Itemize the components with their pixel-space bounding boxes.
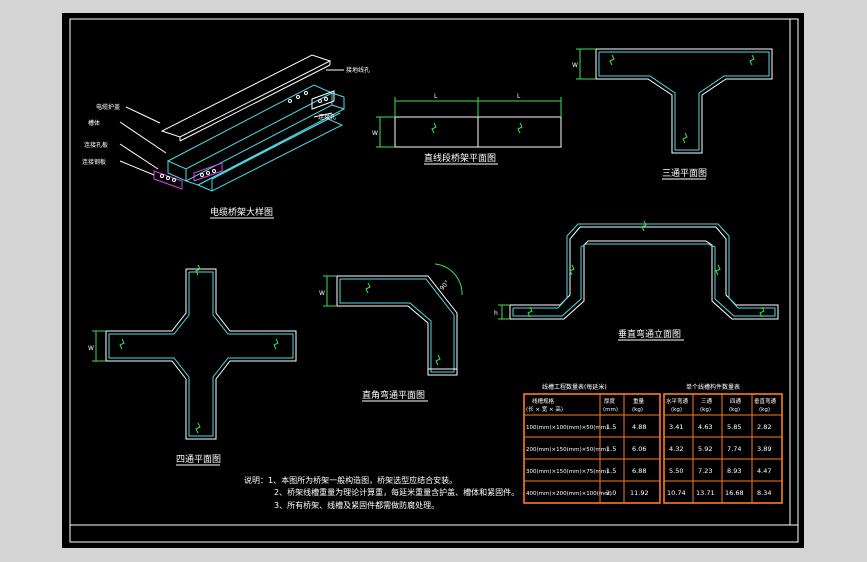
tf-r3-c4: 4.47 <box>757 467 771 475</box>
straight-dim-l2: L <box>517 93 521 100</box>
te-row-2-weight: 6.06 <box>632 445 646 453</box>
iso-plate-label: 连接钢板 <box>82 158 106 166</box>
tf-header-2: 三通 <box>701 397 713 405</box>
note-1: 说明：1、本图所为桥架一般构造图，桥架选型应结合安装。 <box>244 475 457 485</box>
tf-r2-c1: 4.32 <box>669 445 683 453</box>
cad-drawing: 电缆护盖 槽体 连接孔板 连接钢板 接地线孔 连接孔 电缆桥架大样图 L L W… <box>69 18 799 543</box>
iso-trough-label: 槽体 <box>88 119 100 127</box>
isometric-tray <box>119 54 346 192</box>
tf-header-1: 水平弯通 <box>666 397 689 405</box>
tf-r4-c1: 10.74 <box>667 489 686 497</box>
te-row-4-weight: 11.92 <box>630 489 649 497</box>
te-row-3-spec: 300(mm)×150(mm)×75(mm) <box>526 469 608 475</box>
te-row-1-thickness: 1.5 <box>606 423 616 431</box>
tf-r3-c2: 7.23 <box>698 467 712 475</box>
tf-header-4: 垂直弯通 <box>754 397 777 405</box>
tf-r2-c3: 7.74 <box>727 445 741 453</box>
straight-dim-l1: L <box>434 93 438 100</box>
vertical-dim-h: h <box>494 310 498 317</box>
table-engineering <box>523 393 661 504</box>
tf-r3-c3: 8.93 <box>727 467 741 475</box>
cross-title: 四通平面图 <box>176 454 221 465</box>
elbow-angle: 90° <box>439 279 451 292</box>
elbow-fitting <box>323 263 463 376</box>
te-header-thickness: 厚度 <box>604 397 616 405</box>
tf-r3-c1: 5.50 <box>669 467 683 475</box>
tf-r1-c2: 4.63 <box>698 423 712 431</box>
drawing-sheet: 电缆护盖 槽体 连接孔板 连接钢板 接地线孔 连接孔 电缆桥架大样图 L L W… <box>62 13 804 548</box>
te-header-weight-unit: (kg) <box>632 407 643 413</box>
tf-unit-3: (kg) <box>729 407 740 413</box>
tf-unit-4: (kg) <box>759 407 770 413</box>
iso-cover-label: 电缆护盖 <box>96 103 120 111</box>
tf-r4-c2: 13.71 <box>696 489 715 497</box>
vertical-bend <box>498 220 779 320</box>
te-row-2-thickness: 1.5 <box>606 445 616 453</box>
tee-title: 三通平面图 <box>662 168 707 179</box>
tf-r4-c3: 16.68 <box>725 489 744 497</box>
iso-bolt-hole-label: 连接孔 <box>318 113 336 121</box>
te-row-1-weight: 4.88 <box>632 423 646 431</box>
cross-fitting <box>92 264 297 440</box>
te-header-weight: 重量 <box>633 397 645 405</box>
bolt-holes <box>160 91 328 182</box>
te-row-1-spec: 100(mm)×100(mm)×50(mm) <box>526 425 608 431</box>
note-3: 3、所有桥架、线槽及紧固件都需做防腐处理。 <box>274 500 439 510</box>
te-header-thickness-unit: (mm) <box>603 407 618 413</box>
table-fittings-title: 单个线槽构件数量表 <box>686 383 740 391</box>
tee-dim-w: W <box>572 62 578 69</box>
te-row-3-weight: 6.88 <box>632 467 646 475</box>
note-2: 2、桥架线槽重量为理论计算重，每延米重量含护盖、槽体和紧固件。 <box>274 487 519 497</box>
iso-joint-hole-label: 连接孔板 <box>84 141 108 149</box>
tf-r1-c4: 2.82 <box>757 423 771 431</box>
te-row-4-thickness: 2.0 <box>606 489 616 497</box>
te-row-3-thickness: 1.5 <box>606 467 616 475</box>
te-row-2-spec: 200(mm)×150(mm)×50(mm) <box>526 447 608 453</box>
vertical-title: 垂直弯通立面图 <box>618 328 681 340</box>
tf-r1-c1: 3.41 <box>669 423 683 431</box>
straight-section <box>376 97 562 148</box>
tf-r2-c2: 5.92 <box>698 445 712 453</box>
tf-unit-2: (kg) <box>700 407 711 413</box>
te-header-spec: 线槽规格 <box>532 397 555 405</box>
inner-frame <box>69 18 799 543</box>
iso-cable-hole-label: 接地线孔 <box>346 66 370 74</box>
elbow-title: 直角弯通平面图 <box>362 389 425 401</box>
tf-r2-c4: 3.89 <box>757 445 771 453</box>
table-fittings <box>663 393 783 504</box>
tf-header-3: 四通 <box>730 397 742 405</box>
te-row-4-spec: 400(mm)×200(mm)×100(mm) <box>526 491 612 497</box>
te-header-spec-sub: (长 × 宽 × 高) <box>526 405 563 413</box>
straight-title: 直线段桥架平面图 <box>424 152 496 164</box>
tf-r4-c4: 8.34 <box>757 489 771 497</box>
tf-r1-c3: 5.85 <box>727 423 741 431</box>
tf-unit-1: (kg) <box>671 407 682 413</box>
cross-dim-w: W <box>88 345 94 352</box>
tee-fitting <box>576 48 773 154</box>
elbow-dim-w: W <box>319 290 325 297</box>
straight-dim-w: W <box>372 130 378 137</box>
table-engineering-title: 线槽工程数量表(每延米) <box>542 383 607 391</box>
iso-title: 电缆桥架大样图 <box>210 206 273 218</box>
